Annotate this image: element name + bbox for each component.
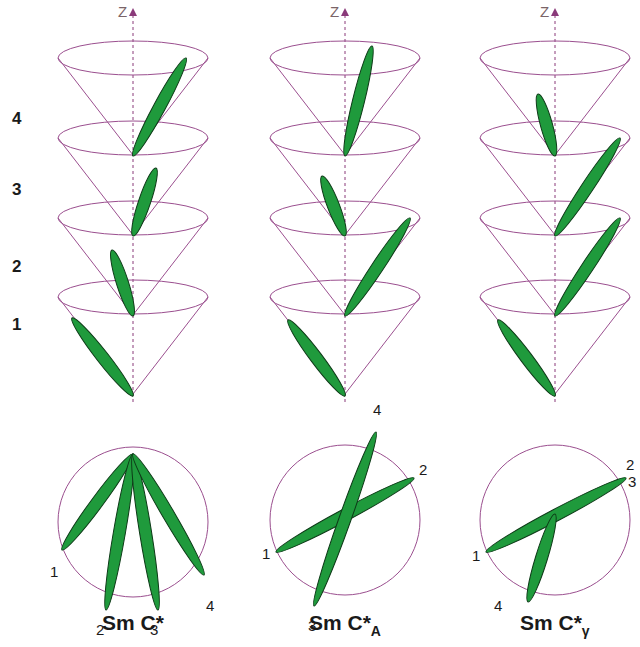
layer-number: 4 (12, 110, 21, 127)
molecule (316, 174, 350, 238)
phase-subscript: γ (582, 623, 590, 639)
direction-number: 1 (472, 548, 480, 563)
molecule (283, 316, 350, 399)
cone-rim (480, 280, 630, 314)
layer-number: 3 (12, 181, 21, 198)
direction-number: 4 (373, 402, 381, 417)
cone-rim (270, 280, 420, 314)
molecule (128, 451, 209, 578)
phase-subscript: A (371, 623, 381, 639)
axis-label: Z (118, 4, 127, 19)
molecule (106, 248, 138, 318)
z-axis (345, 12, 346, 402)
direction-number: 2 (419, 462, 427, 477)
axis-label: Z (540, 4, 549, 19)
molecule (339, 45, 378, 158)
z-axis (133, 12, 134, 402)
direction-number: 1 (262, 546, 270, 561)
phase-name: Sm C* (520, 611, 582, 634)
molecule (67, 314, 137, 399)
direction-number: 2 (626, 457, 634, 472)
z-axis (555, 12, 556, 402)
molecule (550, 135, 625, 240)
phase-title: Sm C*A (309, 612, 381, 633)
molecule (522, 512, 560, 604)
cone-rim (270, 41, 420, 75)
phase-title: Sm C*γ (520, 612, 590, 633)
phase-name: Sm C* (102, 611, 164, 634)
molecule (128, 55, 192, 159)
molecule (308, 430, 381, 608)
molecule (493, 316, 560, 399)
direction-number: 3 (628, 474, 636, 489)
molecule (127, 166, 161, 238)
phase-name: Sm C* (309, 611, 371, 634)
molecule (340, 215, 415, 320)
layer-number: 1 (12, 316, 21, 333)
cone-rim (480, 41, 630, 75)
direction-number: 4 (206, 598, 214, 613)
direction-number: 1 (50, 564, 58, 579)
phase-title: Sm C* (102, 612, 164, 633)
layer-number: 2 (12, 258, 21, 275)
molecule (532, 92, 561, 157)
axis-label: Z (330, 4, 339, 19)
direction-number: 4 (494, 598, 502, 613)
